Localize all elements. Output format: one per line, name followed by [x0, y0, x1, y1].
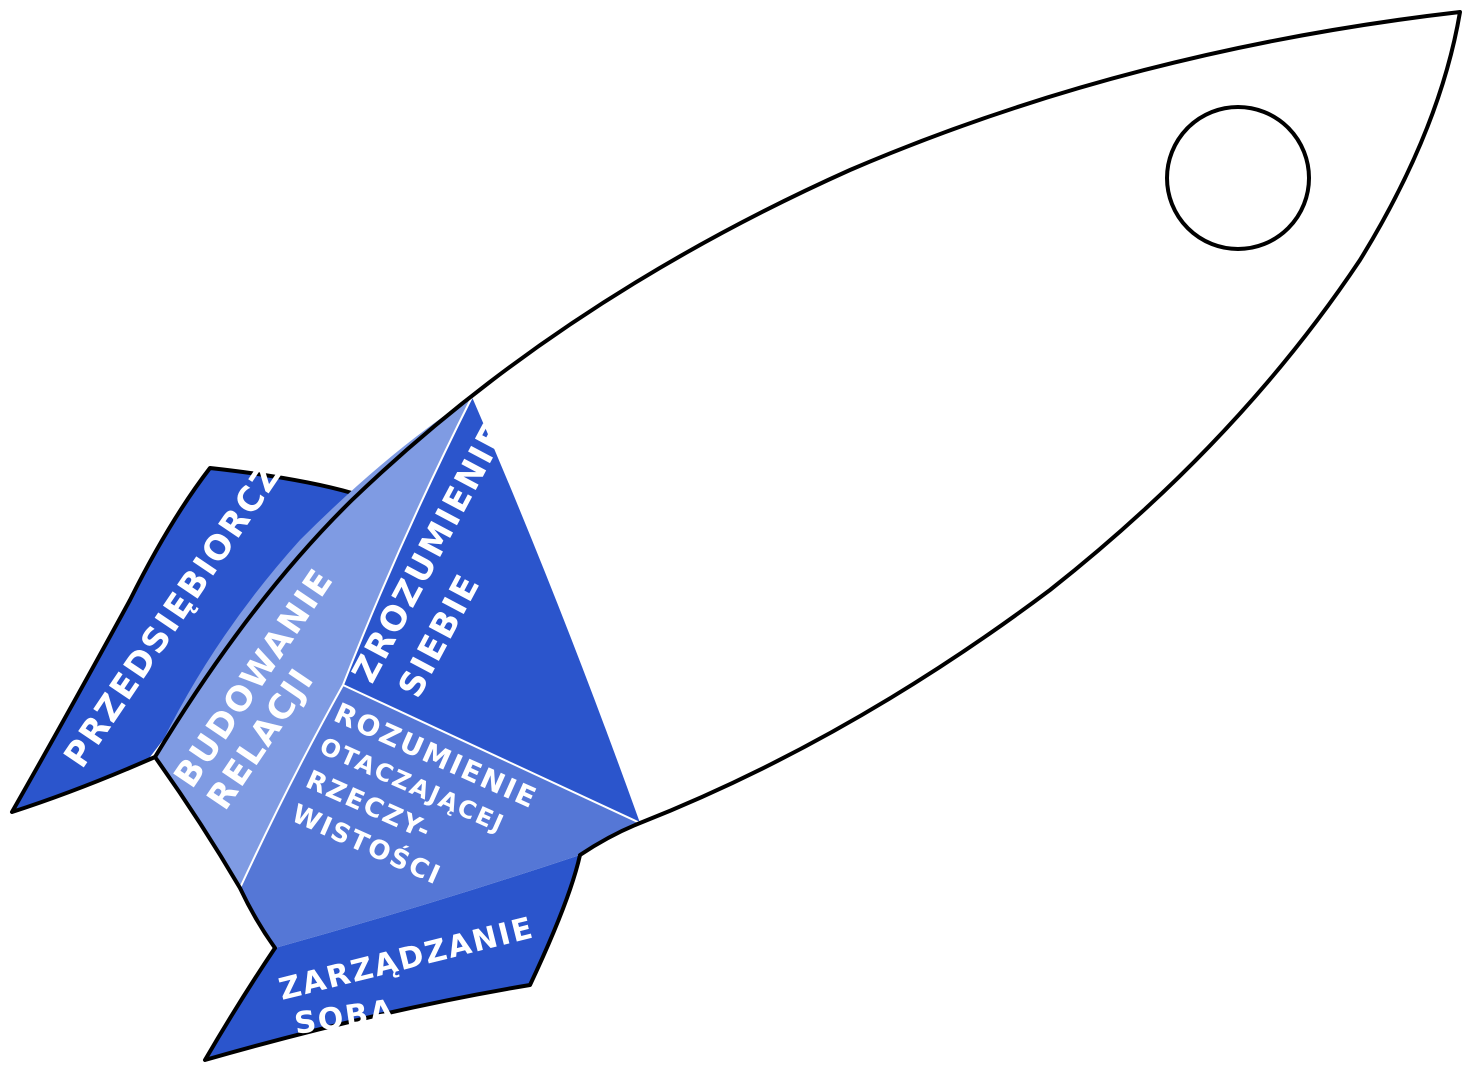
porthole-circle-icon: [1167, 107, 1309, 249]
